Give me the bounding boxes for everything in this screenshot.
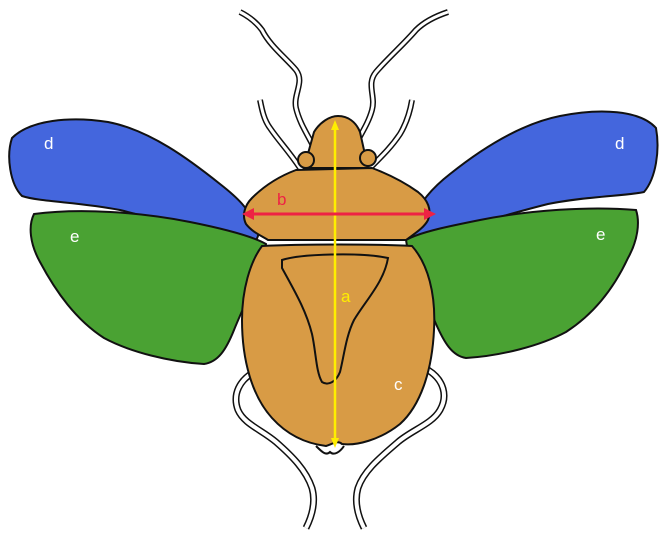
antenna-left (240, 12, 316, 152)
label-e-left: e (70, 227, 79, 246)
eye-left (298, 152, 314, 168)
abdomen-tip (316, 446, 344, 454)
pronotum (244, 168, 430, 240)
eye-right (360, 150, 376, 166)
label-e-right: e (596, 225, 605, 244)
hindwing-left (31, 211, 266, 364)
label-d-right: d (615, 134, 624, 153)
label-a: a (341, 287, 351, 306)
label-b: b (277, 190, 286, 209)
label-c: c (394, 375, 403, 394)
label-d-left: d (44, 134, 53, 153)
